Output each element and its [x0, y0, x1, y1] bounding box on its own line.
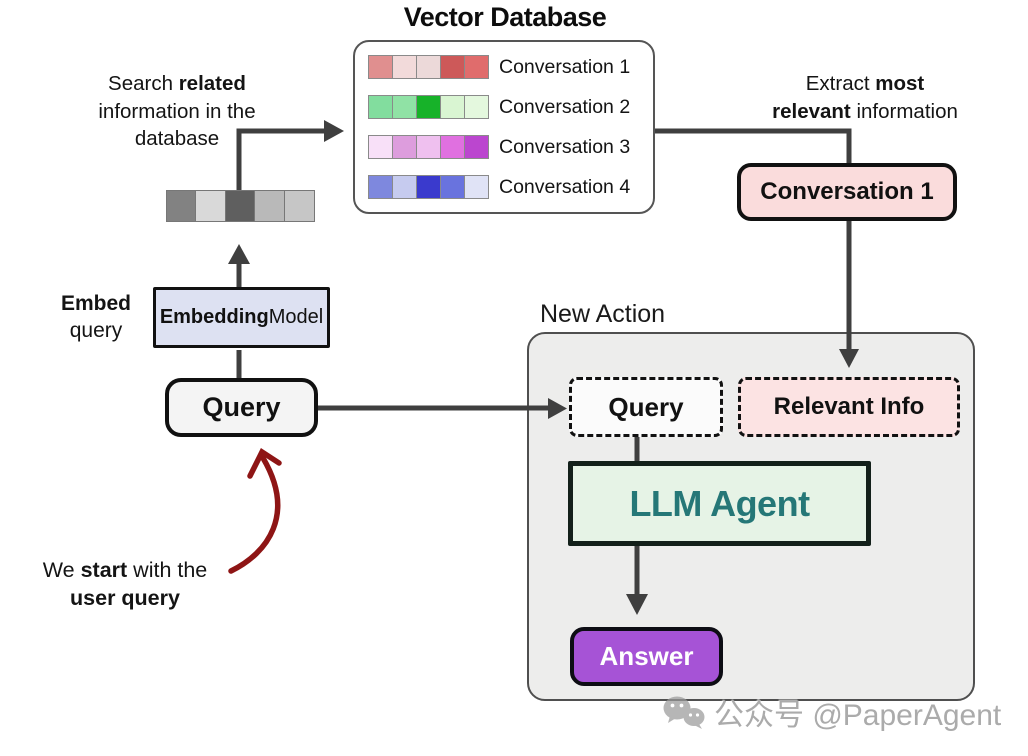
- conversation-row: Conversation 2: [368, 95, 653, 119]
- vector-cell: [440, 55, 465, 79]
- connector-vdb-to-conversation1: [654, 128, 852, 165]
- relevant-info-node: Relevant Info: [738, 377, 960, 437]
- vector-cell: [392, 95, 417, 119]
- vector-cell: [368, 95, 393, 119]
- llm-agent-node: LLM Agent: [568, 461, 871, 546]
- red-arrow-head: [247, 448, 282, 479]
- conversation-row: Conversation 3: [368, 135, 653, 159]
- new-action-label: New Action: [540, 300, 666, 328]
- vector-cell: [416, 135, 441, 159]
- vector-cell: [416, 95, 441, 119]
- vector-cell: [368, 55, 393, 79]
- vector-database-box: Conversation 1 Conversation 2 Conversation…: [353, 40, 655, 214]
- wechat-icon: [663, 696, 705, 729]
- vector-cell: [464, 55, 489, 79]
- conversation-vector: [368, 175, 489, 199]
- red-hand-arrow: [228, 448, 282, 574]
- query-vector-cell: [254, 190, 285, 222]
- vector-cell: [368, 135, 393, 159]
- conversation-vector: [368, 95, 489, 119]
- conversation-row: Conversation 4: [368, 175, 653, 199]
- vector-cell: [464, 175, 489, 199]
- conversation-label: Conversation 2: [499, 95, 631, 118]
- query-vector-cell: [165, 190, 197, 222]
- red-arrow-curve: [228, 455, 281, 574]
- vector-cell: [464, 95, 489, 119]
- vector-cell: [416, 55, 441, 79]
- arrowhead-into-vdb: [324, 120, 344, 142]
- vector-cell: [392, 175, 417, 199]
- watermark-text: 公众号 @PaperAgent: [714, 699, 1002, 732]
- page-title: Vector Database: [403, 2, 607, 32]
- conversation-vector: [368, 55, 489, 79]
- conversation-vector: [368, 135, 489, 159]
- vector-cell: [416, 175, 441, 199]
- vector-cell: [392, 135, 417, 159]
- conversation1-node: Conversation 1: [737, 163, 957, 221]
- vector-cell: [464, 135, 489, 159]
- query-vector: [165, 190, 315, 222]
- conversation-label: Conversation 3: [499, 135, 631, 158]
- vector-cell: [440, 135, 465, 159]
- arrowhead-into-vector: [228, 244, 250, 264]
- query-slot-node: Query: [569, 377, 723, 437]
- conversation-row: Conversation 1: [368, 55, 653, 79]
- answer-node: Answer: [570, 627, 723, 686]
- conversation-label: Conversation 4: [499, 175, 631, 198]
- query-vector-cell: [283, 190, 315, 222]
- vector-cell: [440, 95, 465, 119]
- vector-cell: [440, 175, 465, 199]
- query-vector-cell: [224, 190, 256, 222]
- watermark: 公众号 @PaperAgent: [662, 690, 1001, 734]
- vector-cell: [368, 175, 393, 199]
- vector-cell: [392, 55, 417, 79]
- query-node: Query: [165, 378, 318, 437]
- query-vector-cell: [195, 190, 226, 222]
- conversation-label: Conversation 1: [499, 55, 631, 78]
